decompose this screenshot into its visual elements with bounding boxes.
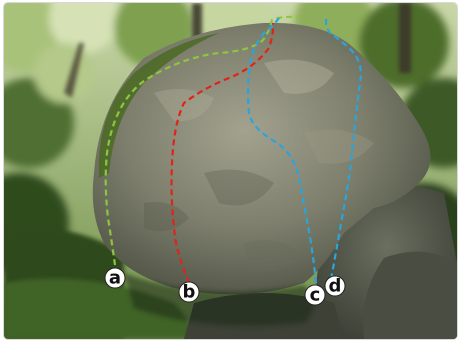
main-boulder xyxy=(92,22,431,295)
route-b-label: b xyxy=(183,282,196,303)
route-a-label: a xyxy=(109,268,121,289)
route-a-marker: a xyxy=(104,267,126,289)
route-b-marker-circle xyxy=(178,281,200,303)
ground-ferns xyxy=(4,278,204,339)
route-d-marker-circle xyxy=(324,275,346,297)
rock-texture xyxy=(144,59,374,272)
route-a-line xyxy=(104,15,300,266)
route-c-marker-circle xyxy=(304,284,326,306)
route-c-label: c xyxy=(310,285,321,306)
route-b-marker: b xyxy=(178,281,200,303)
tree-trunks xyxy=(64,3,411,98)
route-d-label: d xyxy=(329,276,342,297)
boulder-shadow xyxy=(124,273,314,326)
lower-right-rock xyxy=(363,251,457,339)
route-c-marker: c xyxy=(304,284,326,306)
route-d-marker: d xyxy=(324,275,346,297)
scene-illustration: a b c d xyxy=(4,3,457,339)
route-a-marker-circle xyxy=(104,267,126,289)
route-c-line xyxy=(246,17,318,284)
boulder-photo: a b c d xyxy=(4,3,457,339)
route-b-line xyxy=(170,22,275,284)
route-d-line xyxy=(324,15,362,280)
